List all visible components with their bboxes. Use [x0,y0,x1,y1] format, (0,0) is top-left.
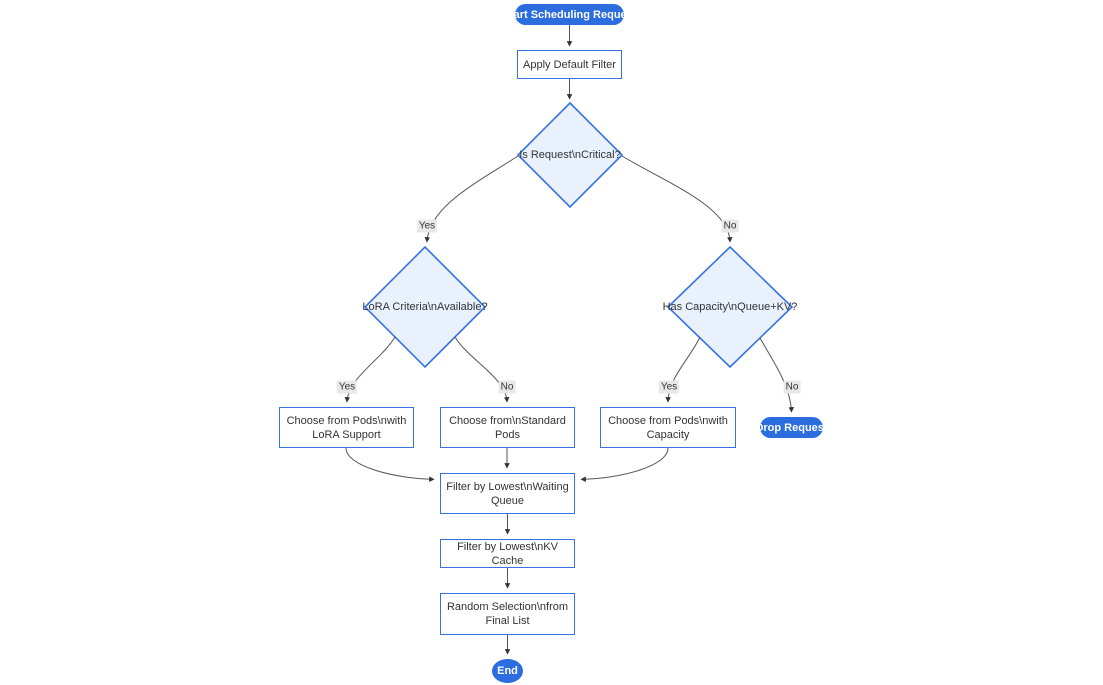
node-choose-lora-pods: Choose from Pods\nwith LoRA Support [279,407,414,448]
decision-has-capacity [666,245,794,369]
node-choose-standard-pods: Choose from\nStandard Pods [440,407,575,448]
node-is-critical-label: Is Request\nCritical? [519,149,621,161]
node-filter-waiting-queue: Filter by Lowest\nWaiting Queue [440,473,575,514]
node-lora-criteria-label: LoRA Criteria\nAvailable? [362,301,488,313]
node-start: Start Scheduling Request [503,4,636,25]
decision-is-critical [516,101,624,209]
edge-capacity-no-to-drop [759,337,795,413]
edge-label-capacity-no: No [783,380,801,394]
edge-choose-lora-to-filter-queue [345,447,435,482]
edge-label-critical-yes: Yes [416,219,438,233]
edge-label-lora-yes: Yes [336,380,358,394]
node-choose-capacity-pods: Choose from Pods\nwith Capacity [600,407,736,448]
edge-capacity-yes-to-choose-capacity [665,336,701,403]
edge-critical-no-to-capacity [621,155,733,243]
edge-label-capacity-yes: Yes [658,380,680,394]
edge-choose-capacity-to-filter-queue [580,447,669,482]
node-random-selection: Random Selection\nfrom Final List [440,593,575,635]
edge-label-critical-no: No [721,219,739,233]
node-drop-request: Drop Request [755,417,828,438]
edge-lora-no-to-choose-standard [454,336,510,403]
edge-lora-yes-to-choose-lora [344,336,396,403]
node-end: End [492,659,523,683]
node-apply-default-filter: Apply Default Filter [517,50,622,79]
node-has-capacity-label: Has Capacity\nQueue+KV? [662,301,798,313]
edge-critical-yes-to-lora [424,155,519,243]
edge-label-lora-no: No [498,380,516,394]
node-filter-kv-cache: Filter by Lowest\nKV Cache [440,539,575,568]
